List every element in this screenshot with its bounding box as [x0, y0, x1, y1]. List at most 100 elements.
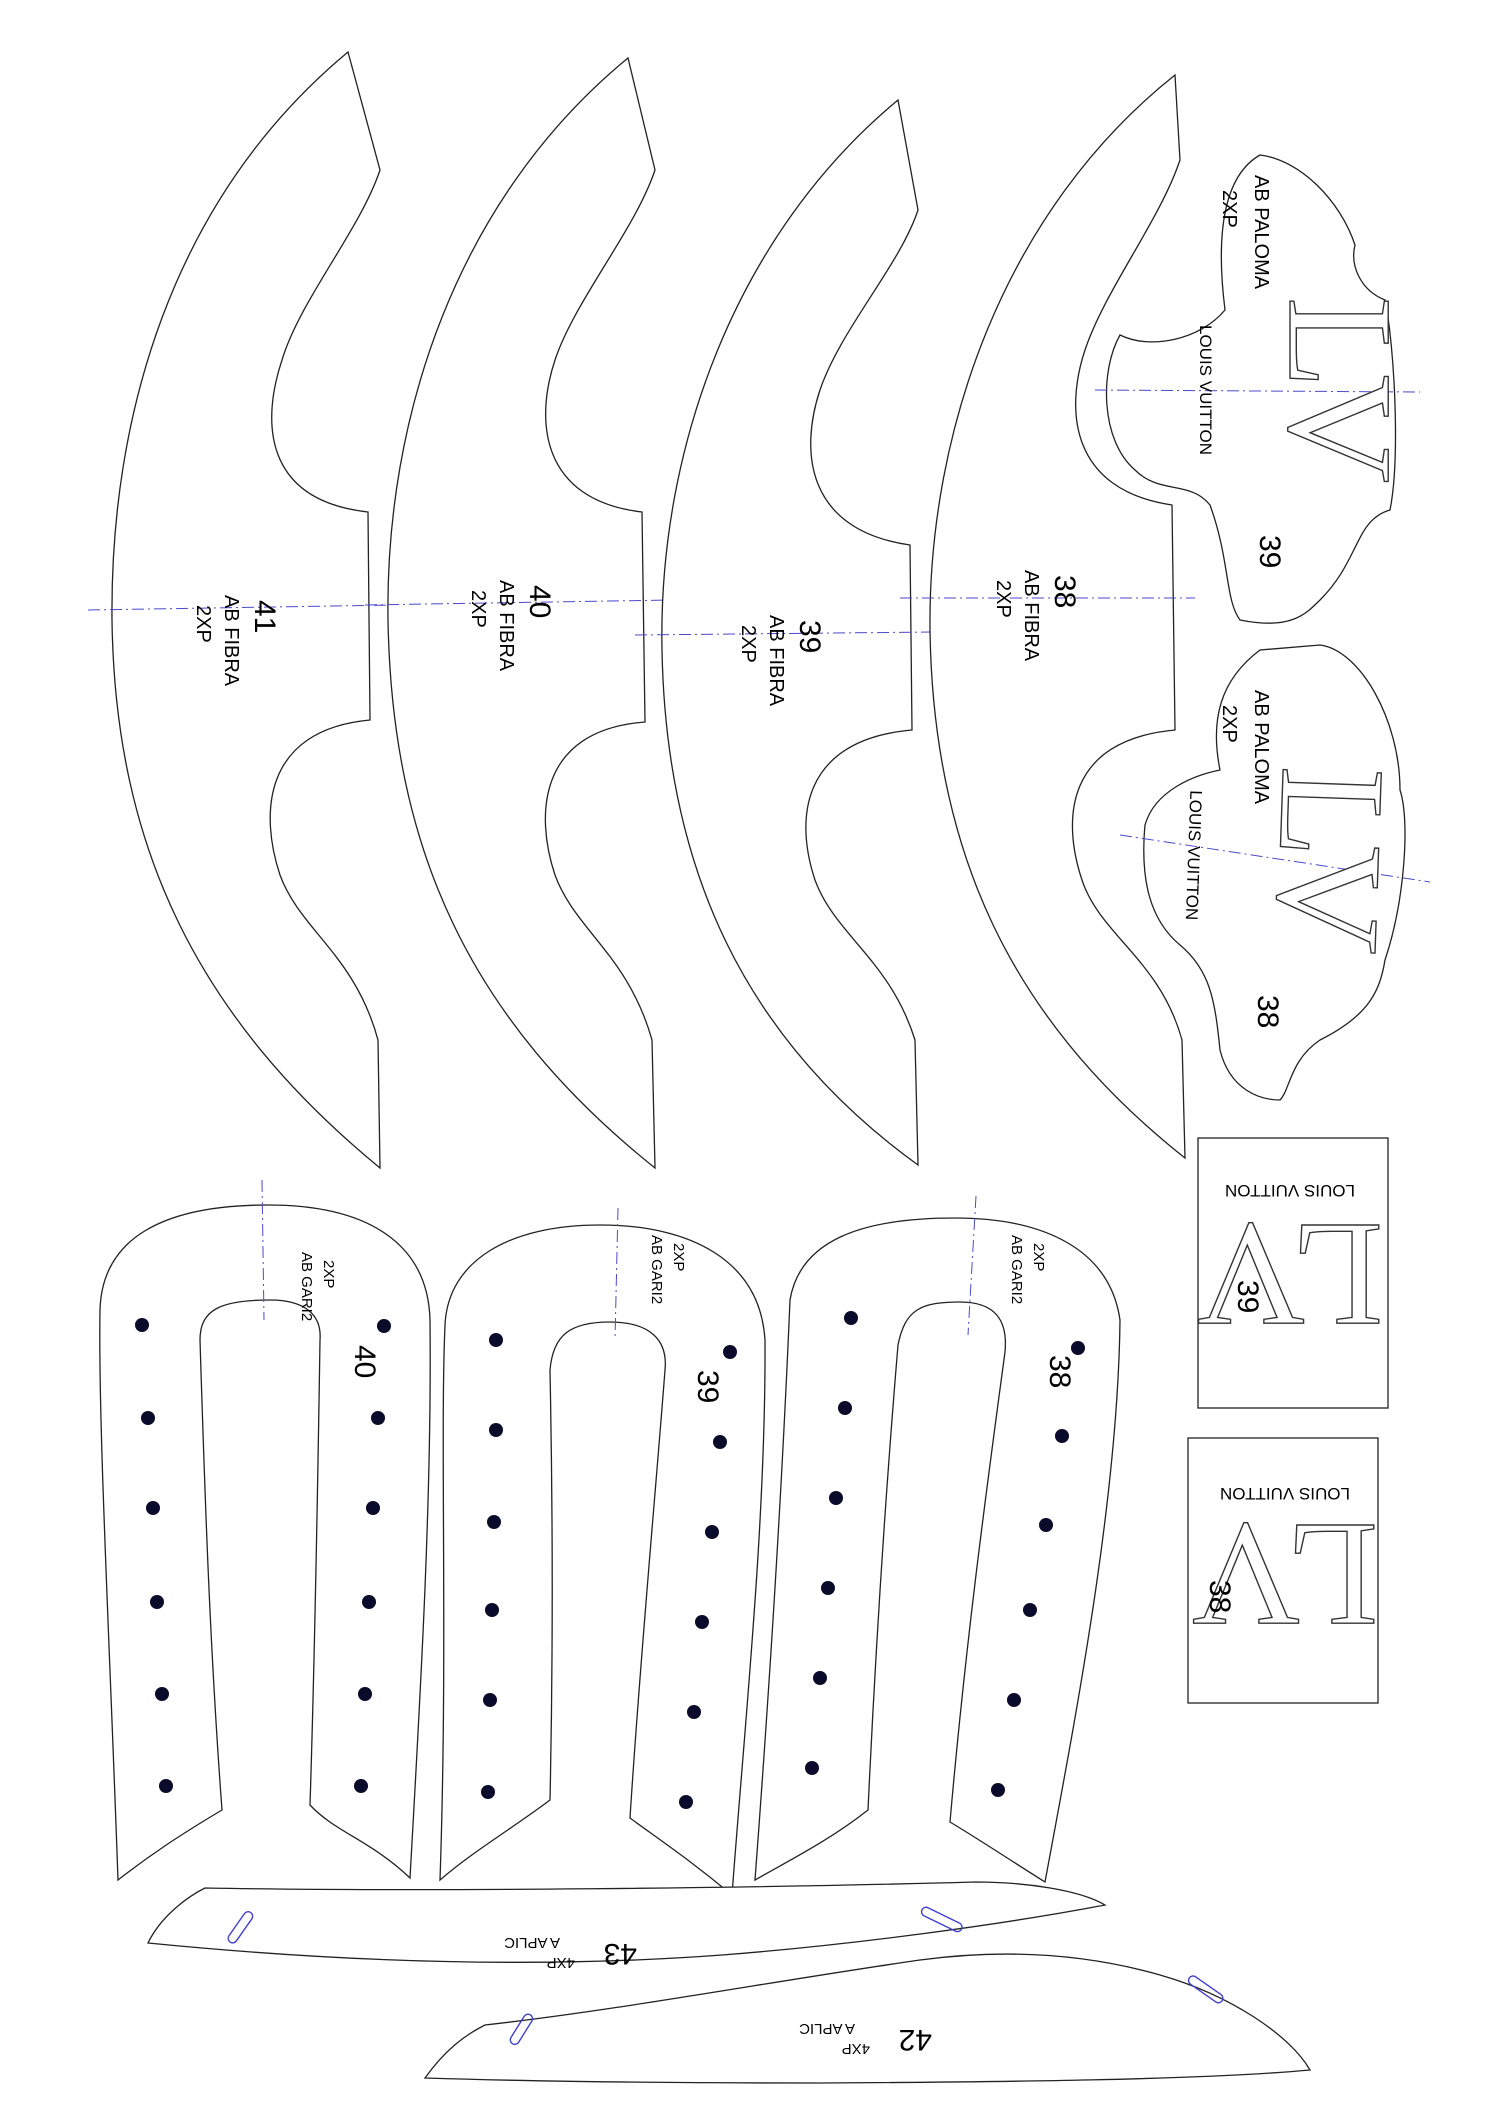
- aplic-piece-42: 42 4XP A APLIC: [423, 1953, 1312, 2084]
- fibra-piece-41-size: 41: [248, 600, 281, 633]
- fibra-piece-41-name: AB FIBRA: [220, 595, 242, 687]
- gari-piece-40-size: 40: [348, 1345, 381, 1378]
- hole: [813, 1671, 827, 1685]
- gari-piece-40-center-line: [261, 1179, 265, 1321]
- gari-piece-38-size: 38: [1043, 1355, 1076, 1388]
- gari-piece-39-holes: [481, 1333, 737, 1809]
- gari-piece-38-center-line: [967, 1195, 977, 1336]
- paloma-piece-39-center-line: [1094, 389, 1421, 393]
- hole: [838, 1401, 852, 1415]
- aplic-piece-43: 43 4XP A APLIC: [147, 1881, 1107, 1971]
- fibra-piece-39-size: 39: [793, 620, 826, 653]
- aplic-piece-43-outline: [147, 1881, 1107, 1963]
- fibra-piece-41-outline: [111, 50, 381, 1170]
- hole: [829, 1491, 843, 1505]
- fibra-piece-38-qty: 2XP: [992, 580, 1014, 618]
- paloma-piece-38: LV LOUIS VUITTON AB PALOMA 2XP 38: [1119, 644, 1431, 1101]
- hole: [991, 1783, 1005, 1797]
- gari-piece-38-qty: 2XP: [1030, 1243, 1047, 1271]
- hole: [489, 1423, 503, 1437]
- fibra-piece-39-name: AB FIBRA: [765, 615, 787, 707]
- hole: [141, 1411, 155, 1425]
- aplic-piece-43-slot-right: [920, 1906, 963, 1933]
- paloma-piece-38-name: AB PALOMA: [1250, 690, 1272, 805]
- gari-piece-39-qty: 2XP: [670, 1243, 687, 1271]
- aplic-piece-42-slot-right: [1187, 1975, 1224, 2004]
- fibra-piece-40-name: AB FIBRA: [495, 580, 517, 672]
- hole: [489, 1333, 503, 1347]
- hole: [150, 1595, 164, 1609]
- gari-piece-39-size: 39: [691, 1370, 724, 1403]
- logo-square-39: LV LOUIS VUITTON 39: [1196, 1137, 1389, 1409]
- gari-piece-39-outline: [439, 1224, 766, 1897]
- paloma-piece-38-logo: LV: [1244, 764, 1416, 956]
- hole: [371, 1411, 385, 1425]
- fibra-piece-39-qty: 2XP: [737, 625, 759, 663]
- hole: [155, 1687, 169, 1701]
- fibra-piece-40-outline: [387, 56, 656, 1170]
- aplic-piece-43-slot-left: [227, 1911, 254, 1944]
- gari-piece-39: AB GARI2 2XP 39: [439, 1207, 766, 1897]
- gari-piece-40-outline: [99, 1204, 431, 1882]
- hole: [354, 1779, 368, 1793]
- fibra-piece-41: 41 AB FIBRA 2XP: [87, 50, 396, 1170]
- hole: [723, 1345, 737, 1359]
- hole: [485, 1603, 499, 1617]
- hole: [358, 1687, 372, 1701]
- hole: [487, 1515, 501, 1529]
- hole: [687, 1705, 701, 1719]
- hole: [805, 1761, 819, 1775]
- paloma-piece-39: LV LOUIS VUITTON AB PALOMA 2XP 39: [1094, 154, 1424, 624]
- fibra-piece-40-qty: 2XP: [467, 590, 489, 628]
- logo-square-38-logo: LV: [1192, 1492, 1378, 1658]
- paloma-piece-39-size: 39: [1253, 535, 1286, 568]
- logo-square-38: LV LOUIS VUITTON 38: [1187, 1437, 1379, 1704]
- aplic-piece-42-outline: [423, 1953, 1312, 2084]
- paloma-piece-38-brand: LOUIS VUITTON: [1182, 790, 1206, 921]
- hole: [1055, 1429, 1069, 1443]
- hole: [366, 1501, 380, 1515]
- fibra-piece-38: 38 AB FIBRA 2XP: [900, 73, 1195, 1160]
- hole: [844, 1311, 858, 1325]
- hole: [1071, 1341, 1085, 1355]
- hole: [679, 1795, 693, 1809]
- aplic-piece-42-name: A APLIC: [799, 2020, 855, 2037]
- gari-piece-40-name: AB GARI2: [298, 1252, 315, 1321]
- logo-square-39-size: 39: [1231, 1280, 1264, 1313]
- logo-square-38-outline: [1187, 1437, 1379, 1704]
- hole: [821, 1581, 835, 1595]
- fibra-piece-38-name: AB FIBRA: [1020, 570, 1042, 662]
- hole: [1023, 1603, 1037, 1617]
- fibra-piece-38-size: 38: [1048, 575, 1081, 608]
- fibra-piece-41-center-line: [87, 604, 396, 611]
- paloma-piece-38-size: 38: [1251, 995, 1284, 1028]
- logo-square-38-size: 38: [1203, 1580, 1236, 1613]
- paloma-piece-39-qty: 2XP: [1218, 190, 1240, 228]
- gari-piece-40-qty: 2XP: [320, 1260, 337, 1288]
- fibra-piece-40-center-line: [364, 599, 673, 606]
- gari-piece-38-holes: [805, 1311, 1085, 1797]
- paloma-piece-39-name: AB PALOMA: [1250, 175, 1272, 290]
- logo-square-39-logo: LV: [1197, 1192, 1383, 1358]
- hole: [135, 1318, 149, 1332]
- gari-piece-40: AB GARI2 2XP 40: [99, 1179, 431, 1882]
- fibra-piece-38-outline: [929, 73, 1186, 1160]
- hole: [713, 1435, 727, 1449]
- paloma-piece-38-qty: 2XP: [1218, 705, 1240, 743]
- aplic-piece-43-qty: 4XP: [547, 1954, 575, 1971]
- hole: [705, 1525, 719, 1539]
- gari-piece-39-name: AB GARI2: [648, 1235, 665, 1304]
- paloma-piece-39-outline: [1105, 154, 1397, 624]
- hole: [362, 1595, 376, 1609]
- gari-piece-38: AB GARI2 2XP 38: [754, 1195, 1121, 1884]
- fibra-piece-40: 40 AB FIBRA 2XP: [364, 56, 673, 1170]
- aplic-piece-43-size: 43: [604, 1937, 637, 1970]
- hole: [483, 1693, 497, 1707]
- hole: [695, 1615, 709, 1629]
- aplic-piece-42-slot-left: [509, 2013, 534, 2046]
- paloma-piece-39-logo: LV: [1257, 297, 1423, 483]
- fibra-piece-39-center-line: [634, 631, 936, 636]
- gari-piece-38-outline: [754, 1217, 1121, 1884]
- logo-square-38-brand: LOUIS VUITTON: [1220, 1484, 1350, 1503]
